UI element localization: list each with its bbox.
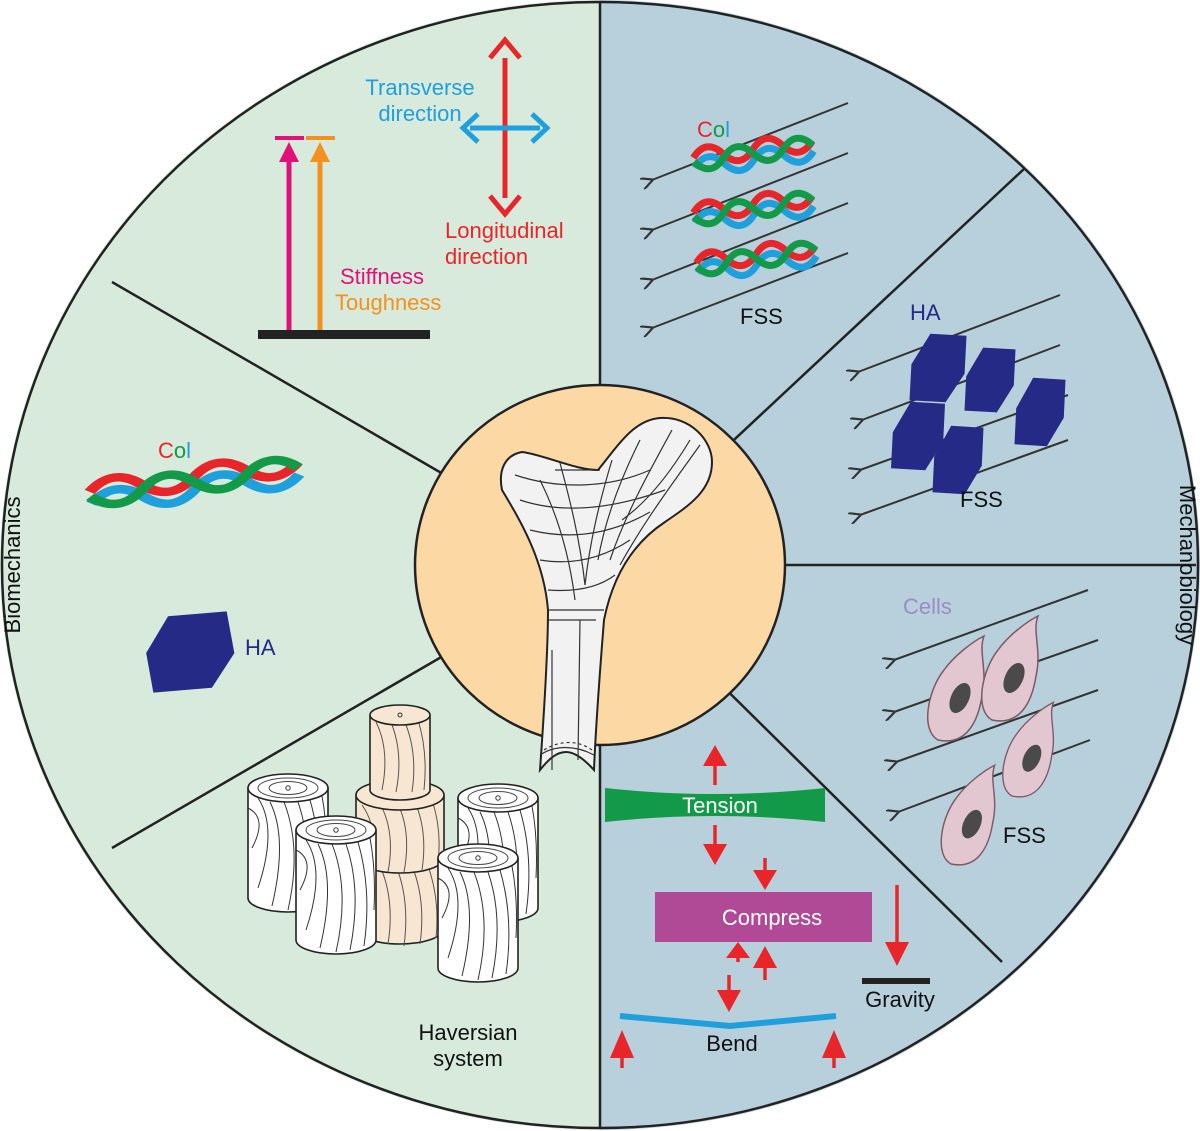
fss-label-cells: FSS	[1003, 823, 1046, 848]
force-arrow-icon	[703, 825, 727, 865]
force-arrow-icon	[753, 858, 777, 890]
toughness-label: Toughness	[335, 290, 441, 315]
force-arrow-icon	[753, 946, 777, 980]
gravity-ground	[862, 978, 930, 984]
tension-label: Tension	[682, 793, 758, 818]
cells-fss-panel: Cells FSS	[894, 589, 1099, 866]
force-arrow-icon	[822, 1030, 846, 1068]
center-femur	[413, 383, 787, 774]
tension-bar	[605, 788, 825, 822]
composition-panel: Col HA	[88, 438, 301, 695]
properties-panel: Transverse direction Longitudinal direct…	[258, 36, 564, 339]
ha-label-right: HA	[910, 300, 941, 325]
gravity-label: Gravity	[865, 987, 935, 1012]
cells-label: Cells	[903, 594, 952, 619]
transverse-label-1: Transverse	[365, 75, 474, 100]
force-arrow-icon	[610, 1030, 634, 1068]
loading-panel: Tension Compress Gravit	[605, 745, 935, 1068]
force-arrow-icon	[717, 975, 741, 1012]
fss-label-ha: FSS	[960, 487, 1003, 512]
haversian-label-1: Haversian	[418, 1020, 517, 1045]
force-arrow-icon	[703, 745, 727, 785]
col-label: Col	[158, 438, 191, 463]
force-arrow-icon	[885, 885, 909, 966]
stiffness-label: Stiffness	[340, 264, 424, 289]
osteon-cylinder-icon	[437, 843, 519, 983]
haversian-label-2: system	[433, 1046, 503, 1071]
ha-fss-panel: HA FSS	[858, 294, 1069, 515]
bend-label: Bend	[706, 1031, 757, 1056]
stiffness-toughness-icon	[258, 136, 430, 339]
double-arrow-icon	[459, 36, 551, 218]
compress-label: Compress	[722, 905, 822, 930]
haversian-panel: Haversian system	[247, 704, 539, 1071]
collagen-fss-panel: Col FSS	[652, 102, 849, 329]
bend-beam	[619, 1013, 837, 1030]
longitudinal-label-2: direction	[445, 244, 528, 269]
fluid-shear-arrow-icon	[652, 102, 849, 328]
fss-label-collagen: FSS	[740, 304, 783, 329]
ha-label-left: HA	[245, 635, 276, 660]
mechanobiology-label: Mechanobiology	[1175, 485, 1200, 645]
force-arrow-icon	[726, 942, 750, 962]
osteon-cylinder-icon	[295, 815, 377, 955]
col-label-right: Col	[697, 117, 730, 142]
biomechanics-label: Biomechanics	[0, 497, 25, 634]
femur-icon	[500, 416, 714, 774]
longitudinal-label-1: Longitudinal	[445, 218, 564, 243]
transverse-label-2: direction	[378, 101, 461, 126]
